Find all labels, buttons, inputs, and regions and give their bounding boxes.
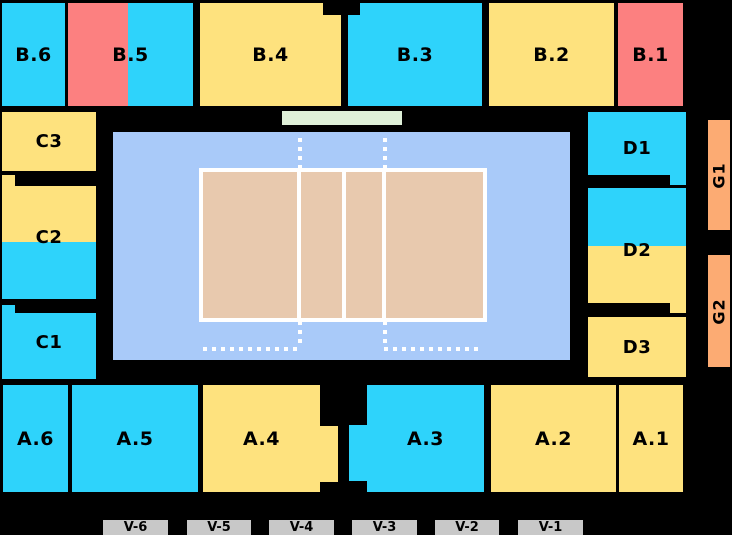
section-c1[interactable]: C1	[2, 305, 96, 379]
section-d2-yellow-zone	[588, 246, 686, 313]
section-b1-label: B.1	[632, 43, 669, 66]
section-a2[interactable]: A.2	[491, 385, 616, 492]
attack-line-extension-top-right	[383, 138, 387, 168]
section-g2-label: G2	[709, 297, 729, 325]
section-b5-cyan-zone	[128, 3, 193, 106]
warmup-zone-line-right	[384, 347, 481, 351]
vip-box-v2-label: V-2	[455, 520, 479, 535]
section-a3-side-tab	[349, 425, 367, 481]
vip-box-v6-label: V-6	[123, 520, 148, 535]
aisle-notch	[588, 175, 670, 185]
section-c2-yellow-zone	[2, 175, 96, 242]
section-b5-red-zone	[68, 3, 128, 106]
section-b2[interactable]: B.2	[489, 3, 614, 106]
section-a5[interactable]: A.5	[72, 385, 198, 492]
vip-box-v2[interactable]: V-2	[435, 520, 499, 535]
section-b5-label: B.5	[112, 43, 149, 66]
section-b4-label: B.4	[252, 43, 289, 66]
attack-line-left	[297, 172, 301, 318]
section-d2[interactable]: D2	[588, 188, 686, 313]
section-a1-label: A.1	[632, 427, 670, 450]
top-entrance-aisle	[323, 0, 360, 15]
vip-box-v3-label: V-3	[372, 520, 397, 535]
section-b3[interactable]: B.3	[348, 3, 482, 106]
section-d1-label: D1	[622, 138, 652, 159]
section-c2-label: C2	[35, 226, 63, 248]
section-b4[interactable]: B.4	[200, 3, 341, 106]
section-d2-label: D2	[622, 240, 652, 261]
section-c3-label: C3	[35, 131, 63, 152]
warmup-zone-line-left	[203, 347, 299, 351]
section-a4-label: A.4	[243, 427, 280, 450]
section-b5[interactable]: B.5	[68, 3, 193, 106]
volleyball-court	[199, 168, 487, 322]
vip-box-v6[interactable]: V-6	[103, 520, 168, 535]
attack-line-extension-top-left	[298, 138, 302, 168]
section-d2-cyan-zone	[588, 188, 686, 246]
attack-line-right	[382, 172, 386, 318]
attack-line-extension-bottom-left	[298, 321, 302, 347]
aisle-notch	[15, 305, 96, 313]
section-c2[interactable]: C2	[2, 175, 96, 299]
vip-box-v1-label: V-1	[538, 520, 563, 535]
section-c2-cyan-zone	[2, 242, 96, 299]
section-a5-label: A.5	[116, 427, 154, 450]
section-d3-label: D3	[622, 336, 652, 358]
section-a3-label: A.3	[407, 427, 444, 450]
section-c3[interactable]: C3	[2, 112, 96, 171]
section-g1-label: G1	[709, 161, 729, 189]
vip-box-v5[interactable]: V-5	[187, 520, 251, 535]
center-line	[342, 172, 346, 318]
vip-box-v3[interactable]: V-3	[352, 520, 417, 535]
section-a6[interactable]: A.6	[3, 385, 68, 492]
section-b2-label: B.2	[533, 43, 570, 66]
court-free-zone	[113, 132, 570, 360]
section-d1[interactable]: D1	[588, 112, 686, 185]
section-b1[interactable]: B.1	[618, 3, 683, 106]
aisle-notch	[588, 303, 670, 313]
section-a3[interactable]: A.3	[349, 385, 484, 492]
section-a1[interactable]: A.1	[619, 385, 683, 492]
section-a4-side-tab	[320, 426, 338, 482]
section-a2-label: A.2	[535, 427, 572, 450]
section-b3-label: B.3	[396, 43, 434, 66]
section-b6[interactable]: B.6	[2, 3, 65, 106]
section-a4[interactable]: A.4	[203, 385, 338, 492]
aisle-notch	[15, 175, 96, 186]
section-c1-label: C1	[35, 331, 63, 353]
section-g1[interactable]: G1	[708, 120, 730, 230]
section-b6-label: B.6	[15, 43, 52, 66]
section-a6-label: A.6	[17, 427, 54, 450]
section-g2[interactable]: G2	[708, 255, 730, 367]
officials-table	[282, 111, 402, 125]
vip-box-v4[interactable]: V-4	[269, 520, 334, 535]
vip-box-v1[interactable]: V-1	[518, 520, 583, 535]
attack-line-extension-bottom-right	[383, 321, 387, 347]
section-d3[interactable]: D3	[588, 317, 686, 377]
vip-box-v5-label: V-5	[207, 520, 231, 535]
vip-box-v4-label: V-4	[289, 520, 314, 535]
